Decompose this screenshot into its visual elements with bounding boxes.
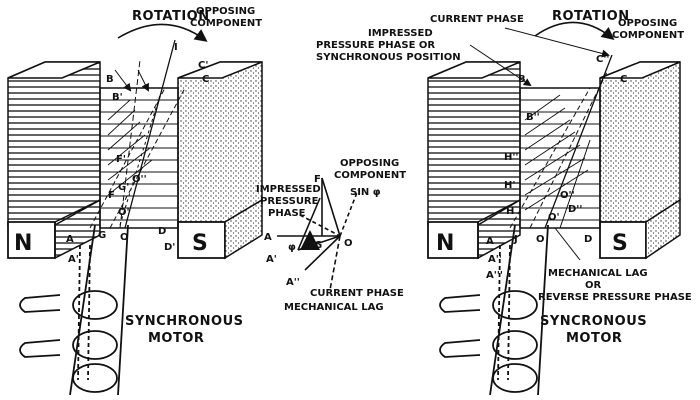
- right-south-pole: [599, 61, 681, 260]
- right-opposing-2: COMPONENT: [612, 30, 684, 41]
- right-point-O: O: [536, 234, 545, 245]
- left-point-A: A: [66, 234, 74, 245]
- right-impressed-3: SYNCHRONOUS POSITION: [316, 52, 461, 63]
- right-leader-lines: [469, 27, 610, 87]
- middle-current-phase: CURRENT PHASE: [310, 288, 404, 299]
- right-north-label: N: [436, 231, 454, 256]
- right-rotation-arrow: [534, 21, 615, 41]
- right-point-Hpp: H'': [504, 152, 519, 163]
- middle-A: A: [264, 232, 272, 243]
- right-point-Hp: H': [504, 180, 515, 191]
- left-point-C: C: [202, 74, 209, 85]
- left-point-O: O: [120, 232, 129, 243]
- left-point-B: B: [106, 74, 114, 85]
- left-point-Cp: C': [198, 60, 208, 71]
- middle-Ap: A': [266, 254, 277, 265]
- right-north-pole: [427, 61, 521, 260]
- right-south-label: S: [612, 231, 628, 256]
- right-rotation-label: ROTATION: [552, 9, 630, 24]
- left-title-1: SYNCHRONOUS: [125, 314, 244, 329]
- right-point-Opp: O'': [560, 190, 575, 201]
- right-point-Appp: A''': [486, 270, 503, 281]
- right-title-1: SYNCRONOUS: [540, 314, 647, 329]
- left-north-pole: [7, 61, 101, 260]
- right-impressed-1: IMPRESSED: [368, 28, 433, 39]
- left-point-Dp: D': [164, 242, 175, 253]
- middle-phi: φ: [288, 242, 296, 253]
- right-mech-2: OR: [585, 280, 602, 291]
- middle-App: A'': [286, 277, 300, 288]
- left-point-D: D: [158, 226, 166, 237]
- left-opposing-label-1: OPPOSING: [196, 6, 255, 17]
- right-mech-1: MECHANICAL LAG: [548, 268, 648, 279]
- left-north-label: N: [14, 231, 32, 256]
- right-title-2: MOTOR: [566, 331, 622, 346]
- left-point-I: I: [174, 42, 178, 53]
- right-opposing-1: OPPOSING: [618, 18, 677, 29]
- left-south-label: S: [192, 231, 208, 256]
- right-point-J: J: [513, 234, 518, 245]
- left-rotation-arrow: [117, 23, 208, 42]
- right-slip-rings: [439, 224, 549, 396]
- left-south-pole: [177, 61, 263, 260]
- right-mech-3: REVERSE PRESSURE PHASE: [538, 292, 692, 303]
- right-armature: [509, 54, 613, 261]
- right-motor-diagram: CURRENT PHASE ROTATION OPPOSING COMPONEN…: [316, 9, 692, 396]
- left-rotation-label: ROTATION: [132, 9, 210, 24]
- left-point-Gp: G': [118, 182, 129, 193]
- right-point-Dpp: D'': [568, 204, 582, 215]
- middle-impressed-2: PRESSURE: [260, 196, 319, 207]
- right-impressed-2: PRESSURE PHASE OR: [316, 40, 435, 51]
- right-point-D: D: [584, 234, 592, 245]
- left-motor-diagram: ROTATION OPPOSING COMPONENT N S SYNCHRON…: [7, 6, 263, 396]
- middle-mechanical-lag: MECHANICAL LAG: [284, 302, 384, 313]
- left-opposing-label-2: COMPONENT: [190, 18, 262, 29]
- right-point-Op: O': [548, 212, 560, 223]
- right-point-B: B: [518, 74, 526, 85]
- left-point-Opp: O'': [132, 174, 147, 185]
- left-point-G: G: [98, 230, 106, 241]
- right-point-App: A'': [488, 254, 502, 265]
- left-point-Op: O': [118, 207, 130, 218]
- right-current-phase-label: CURRENT PHASE: [430, 14, 524, 25]
- right-point-C: C: [620, 74, 627, 85]
- left-point-F: F: [108, 190, 115, 201]
- middle-opposing-2: COMPONENT: [334, 170, 406, 181]
- middle-O: O: [344, 238, 353, 249]
- left-point-Bp: B': [112, 92, 123, 103]
- middle-sin: SIN φ: [350, 187, 381, 198]
- middle-impressed-1: IMPRESSED: [256, 184, 321, 195]
- middle-opposing-1: OPPOSING: [340, 158, 399, 169]
- left-point-Fp: F': [116, 154, 126, 165]
- right-point-Cpp: C'': [596, 54, 609, 65]
- left-slip-rings: [19, 224, 129, 396]
- middle-G: G: [314, 240, 322, 251]
- left-point-Ap: A': [68, 254, 79, 265]
- right-point-H: H: [506, 206, 514, 217]
- middle-vector-diagram: OPPOSING COMPONENT SIN φ IMPRESSED PRESS…: [256, 158, 406, 313]
- left-title-2: MOTOR: [148, 331, 204, 346]
- right-point-A: A: [486, 236, 494, 247]
- right-point-Bpp: B'': [526, 112, 540, 123]
- middle-impressed-3: PHASE: [268, 208, 306, 219]
- left-armature: [89, 39, 186, 229]
- middle-F: F: [314, 174, 321, 185]
